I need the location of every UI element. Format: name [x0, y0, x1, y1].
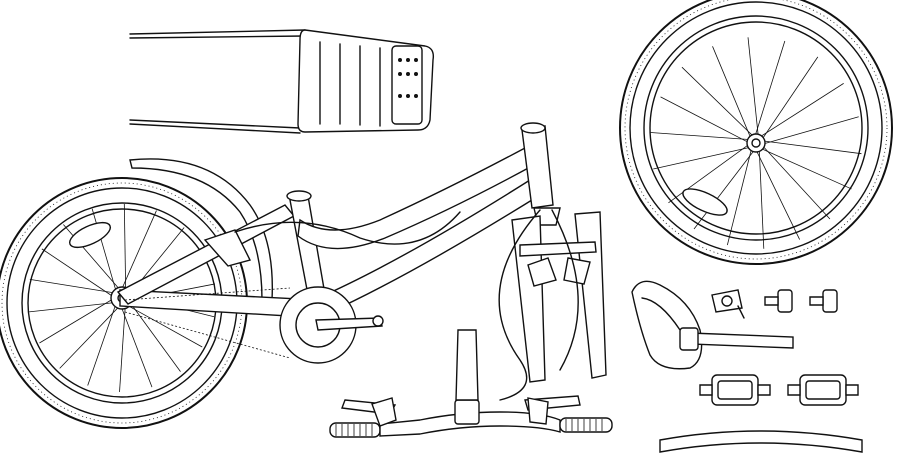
spoke	[59, 307, 119, 369]
frame	[116, 122, 554, 364]
spoke	[41, 248, 113, 297]
spoke	[87, 305, 116, 386]
crank-pedal-bolt	[372, 315, 384, 327]
seatpost	[689, 332, 794, 349]
spoke	[130, 302, 181, 372]
front-spokes	[650, 37, 862, 249]
front-brake-cable-2	[551, 209, 579, 371]
rear-brake-caliper	[203, 229, 252, 267]
spoke	[39, 299, 113, 344]
front-tire-outer	[619, 0, 893, 265]
head-tube-cap	[520, 122, 546, 134]
spoke	[119, 307, 126, 392]
spoke	[712, 46, 751, 138]
spoke	[660, 96, 749, 143]
right-grip-texture	[565, 419, 603, 431]
front-fork	[498, 207, 607, 401]
left-lever-body	[371, 397, 397, 427]
left-grip	[329, 422, 381, 438]
rack-end-plate	[391, 45, 423, 125]
seat-clamp	[286, 190, 312, 202]
front-tire-tread	[624, 0, 888, 260]
rear-rack	[129, 29, 435, 134]
spoke	[762, 56, 819, 139]
top-tube	[297, 147, 533, 250]
spoke	[747, 37, 759, 136]
spoke	[763, 116, 859, 145]
right-grip	[559, 417, 613, 433]
front-brake-arch	[519, 241, 597, 257]
reflector-bracket	[711, 289, 745, 319]
spoke	[128, 305, 203, 348]
spoke	[756, 150, 801, 240]
pedal-left	[699, 374, 771, 406]
fork-leg-left	[511, 215, 546, 383]
front-wheel-reflector	[682, 188, 728, 216]
spoke	[762, 146, 831, 220]
spoke	[121, 307, 153, 388]
front-rim	[643, 15, 869, 241]
spoke	[650, 132, 749, 140]
right-lever-body	[527, 397, 549, 425]
rear-wheel-reflector	[69, 221, 111, 249]
spoke	[28, 302, 114, 313]
spoke	[761, 148, 852, 190]
seatpost-clamp	[679, 327, 699, 351]
spoke	[63, 224, 120, 289]
rack-strut-bottom	[129, 119, 301, 134]
front-tire-inner	[629, 1, 883, 255]
front-axle	[751, 138, 761, 148]
bolt	[764, 289, 793, 313]
spoke	[91, 208, 117, 291]
front-brake-pad-left	[527, 257, 557, 287]
front-wheel	[619, 0, 893, 265]
spoke	[693, 150, 755, 230]
front-brake-pad-right	[563, 257, 591, 285]
front-fender	[659, 430, 863, 453]
front-rim-inner	[649, 21, 863, 235]
spoke	[121, 210, 157, 289]
stem	[455, 329, 479, 401]
saddle-seam	[641, 297, 681, 331]
rear-brake-cable	[234, 211, 461, 245]
spoke	[668, 144, 749, 204]
pedal-right	[787, 374, 859, 406]
left-grip-texture	[335, 424, 373, 436]
spoke	[755, 40, 786, 136]
saddle-with-seatpost	[631, 280, 794, 370]
spoke	[760, 83, 844, 137]
chain	[124, 287, 291, 359]
fork-leg-right	[574, 211, 607, 379]
spoke	[726, 149, 752, 246]
stem-clamp	[454, 399, 480, 425]
spoke	[763, 140, 862, 155]
spoke	[758, 150, 765, 249]
spoke	[29, 279, 114, 294]
crank-arm	[315, 317, 383, 331]
handlebar	[329, 329, 613, 438]
rack-slats	[319, 41, 381, 127]
spoke	[653, 147, 750, 170]
spoke	[681, 66, 753, 136]
front-brake-cable	[498, 209, 541, 401]
spoke	[123, 204, 127, 289]
rack-strut-top	[129, 29, 306, 39]
saddle	[631, 280, 703, 370]
bolt-2	[809, 289, 838, 313]
